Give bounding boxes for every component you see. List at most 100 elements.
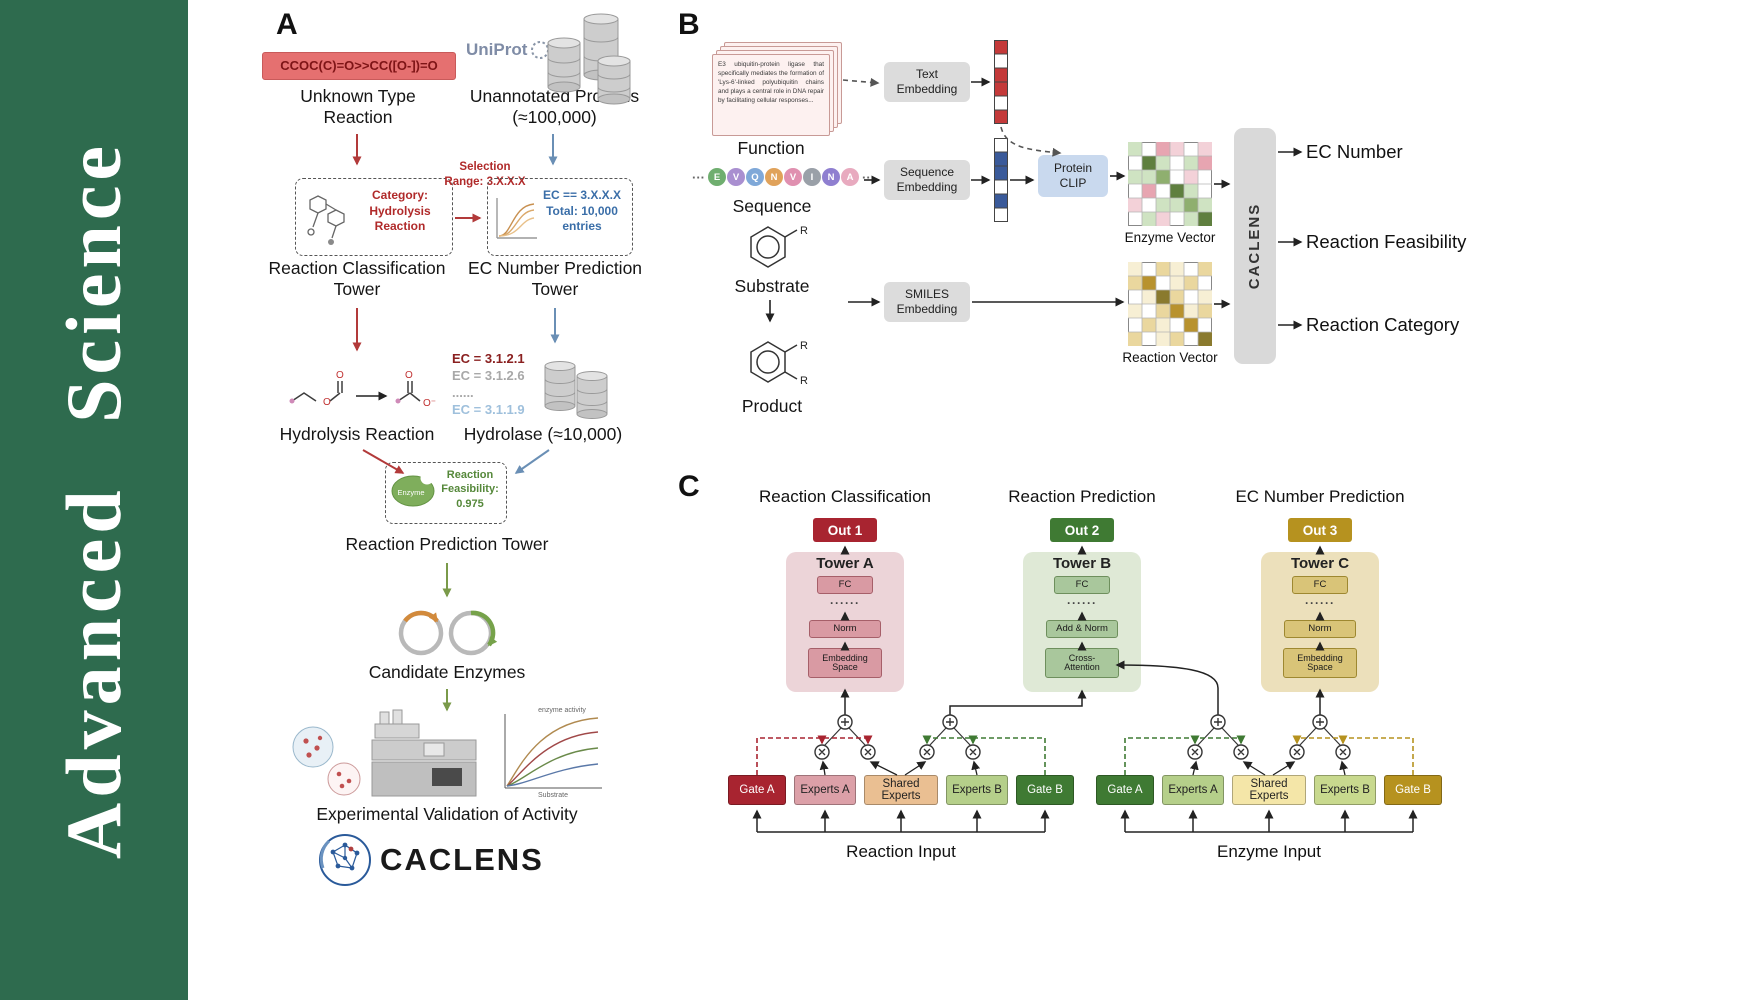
residue-circle: V (727, 168, 745, 186)
reaction-vector-grid (1128, 262, 1212, 346)
unknown-reaction-label: Unknown Type Reaction (300, 86, 416, 128)
substrate-molecule-icon (750, 226, 798, 268)
add-norm-layer: Add & Norm (1046, 620, 1118, 638)
product-label: Product (741, 396, 803, 416)
category-text: Category: Hydrolysis Reaction (369, 188, 431, 234)
enzyme-vector-label: Enzyme Vector (1124, 230, 1216, 245)
sequence-tokens: ··· E V Q N V I N A ··· (690, 168, 877, 186)
enzyme-vector-grid (1128, 142, 1212, 226)
output-reaction-category: Reaction Category (1306, 314, 1460, 335)
fc-layer: FC (1292, 576, 1348, 594)
residue-circle: A (841, 168, 859, 186)
ec-item: EC = 3.1.1.9 (452, 402, 525, 417)
panel-b-arrows (765, 77, 1303, 330)
cells-icon (292, 726, 361, 796)
experts-a-right: Experts A (1162, 775, 1224, 805)
tower-c-title: Tower C (1290, 555, 1350, 572)
sequence-embedding-vector (994, 138, 1008, 222)
output-ec-number: EC Number (1306, 141, 1403, 162)
embedding-space-layer: Embedding Space (808, 648, 882, 678)
svg-text:O⁻: O⁻ (423, 398, 436, 409)
embedding-space-layer: Embedding Space (1283, 648, 1357, 678)
norm-layer: Norm (1284, 620, 1356, 638)
tower-a-title: Tower A (816, 555, 874, 572)
header-ec-number-prediction: EC Number Prediction (1235, 487, 1405, 506)
residue-circle: N (765, 168, 783, 186)
caclens-logo-icon (319, 834, 371, 886)
r-substituent: R (800, 225, 808, 237)
unannotated-proteins-label: Unannotated Proteins (≈100,000) (469, 86, 640, 128)
svg-text:O: O (336, 370, 344, 381)
substrate-label: Substrate (734, 276, 810, 296)
out3-box: Out 3 (1288, 518, 1352, 542)
caclens-module-label: CACLENS (1246, 202, 1263, 290)
smiles-reaction-box: CCOC(C)=O>>CC([O-])=O (262, 52, 456, 80)
experts-b-left: Experts B (946, 775, 1008, 805)
hydrolase-label: Hydrolase (≈10,000) (463, 424, 623, 444)
out1-box: Out 1 (813, 518, 877, 542)
ec-list: EC = 3.1.2.1 EC = 3.1.2.6 ...... EC = 3.… (452, 350, 525, 418)
gate-b-left: Gate B (1016, 775, 1074, 805)
norm-layer: Norm (809, 620, 881, 638)
protein-clip-box: Protein CLIP (1038, 155, 1108, 197)
header-reaction-classification: Reaction Classification (759, 487, 931, 506)
ec-item: EC = 3.1.2.1 (452, 351, 525, 366)
text-embedding-vector (994, 40, 1008, 124)
svg-text:Substrate: Substrate (538, 792, 568, 799)
residue-circle: I (803, 168, 821, 186)
output-reaction-feasibility: Reaction Feasibility (1306, 231, 1467, 252)
tower-b: Tower B FC ······ Add & Norm Cross-Atten… (1023, 552, 1141, 692)
ec-item: EC = 3.1.2.6 (452, 368, 525, 383)
residue-circle: Q (746, 168, 764, 186)
hydrolysis-reaction-label: Hydrolysis Reaction (279, 424, 435, 444)
tower-c: Tower C FC ······ Norm Embedding Space (1261, 552, 1379, 692)
fc-layer: FC (1054, 576, 1110, 594)
enzyme-input-label: Enzyme Input (1217, 842, 1321, 861)
ec-prediction-tower-label: EC Number Prediction Tower (467, 258, 643, 300)
ec-filter-box (487, 178, 633, 256)
svg-text:O: O (405, 370, 413, 381)
reaction-input-label: Reaction Input (846, 842, 956, 861)
ec-filter-text: EC == 3.X.X.X Total: 10,000 entries (542, 188, 622, 234)
gate-a-right: Gate A (1096, 775, 1154, 805)
sequence-label: Sequence (732, 196, 812, 216)
caclens-wordmark: CACLENS (380, 842, 544, 877)
svg-text:O: O (323, 397, 331, 408)
smiles-embedding-box: SMILES Embedding (884, 282, 970, 322)
function-label: Function (737, 138, 805, 158)
ellipsis: ··· (862, 169, 875, 185)
dots: ······ (1067, 596, 1097, 610)
header-reaction-prediction: Reaction Prediction (1008, 487, 1156, 506)
candidate-enzymes-label: Candidate Enzymes (368, 662, 526, 682)
function-card-text: E3 ubiquitin-protein ligase that specifi… (712, 54, 830, 136)
tower-b-title: Tower B (1052, 555, 1112, 572)
sequence-embedding-box: Sequence Embedding (884, 160, 970, 200)
tower-a: Tower A FC ······ Norm Embedding Space (786, 552, 904, 692)
sum-nodes (814, 714, 1351, 760)
panel-b-label: B (678, 8, 700, 41)
experimental-validation-label: Experimental Validation of Activity (316, 804, 578, 824)
journal-name: Advanced Science (50, 140, 137, 860)
panel-c-label: C (678, 470, 700, 503)
caclens-module-bar (1234, 128, 1276, 364)
r-substituent: R (800, 340, 808, 352)
gate-b-right: Gate B (1384, 775, 1442, 805)
reaction-vector-label: Reaction Vector (1122, 350, 1218, 365)
ellipsis: ··· (692, 169, 705, 185)
residue-circle: V (784, 168, 802, 186)
fc-layer: FC (817, 576, 873, 594)
candidate-enzymes-icon (398, 610, 498, 656)
out2-box: Out 2 (1050, 518, 1114, 542)
classification-tower-label: Reaction Classification Tower (268, 258, 446, 300)
activity-plot-icon: enzyme activity Substrate (504, 707, 602, 799)
uniprot-logo: UniProt (466, 40, 528, 59)
text-embedding-box: Text Embedding (884, 62, 970, 102)
uniprot-swirl-icon (531, 41, 549, 59)
experts-b-right: Experts B (1314, 775, 1376, 805)
svg-text:enzyme activity: enzyme activity (538, 707, 586, 714)
shared-experts-left: Shared Experts (864, 775, 938, 805)
hydrolase-database-icon (544, 361, 608, 419)
feasibility-text: Reaction Feasibility: 0.975 (441, 469, 499, 510)
reaction-prediction-tower-label: Reaction Prediction Tower (345, 534, 549, 554)
residue-circle: N (822, 168, 840, 186)
